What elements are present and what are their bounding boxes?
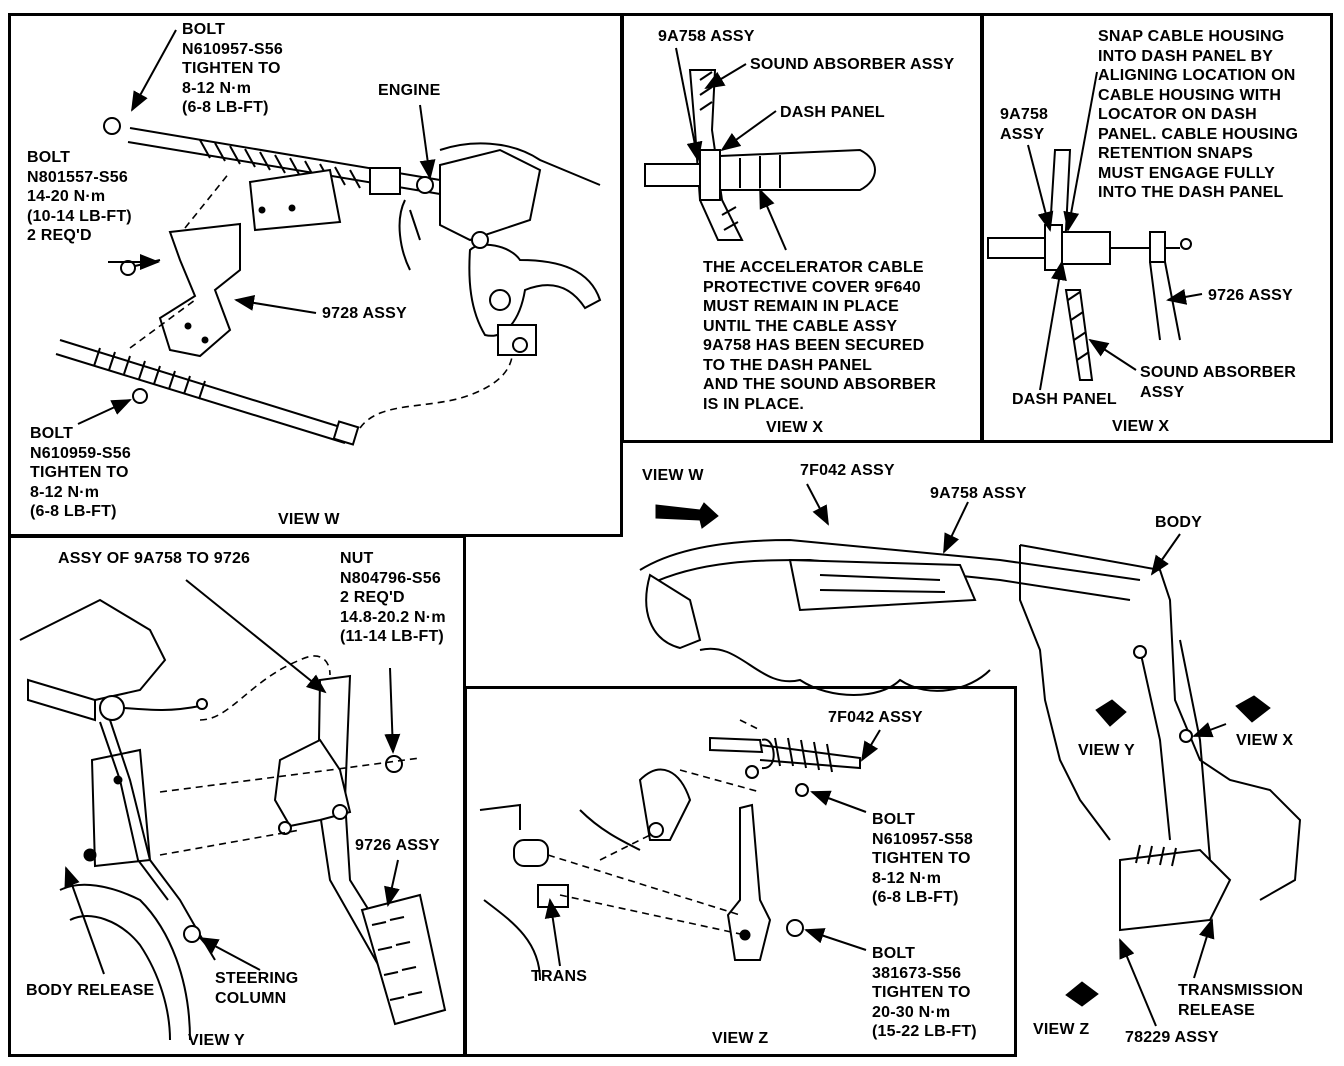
view-y-nut-label: NUT N804796-S56 2 REQ'D 14.8-20.2 N·m (1… [340,550,446,645]
view-w-engine-label: ENGINE [378,82,441,99]
overview-view-x-label: VIEW X [1236,732,1294,749]
view-x2-caption: VIEW X [1112,418,1170,435]
view-z-caption: VIEW Z [712,1030,769,1047]
view-x1-cable-label: 9A758 ASSY [658,28,755,45]
view-w-caption: VIEW W [278,511,340,528]
view-y-drawing [19,579,447,1041]
overview-view-z-label: VIEW Z [1033,1021,1090,1038]
view-x1-note: THE ACCELERATOR CABLE PROTECTIVE COVER 9… [703,259,937,413]
view-w-bolt-mid-label: BOLT N801557-S56 14-20 N·m (10-14 LB-FT)… [27,149,132,244]
view-x2-cable-label: 9A758 ASSY [1000,106,1049,143]
view-y-body-release-label: BODY RELEASE [26,982,155,999]
overview-trans-release-label: TRANSMISSION RELEASE [1178,982,1304,1019]
view-z-bracket-label: 7F042 ASSY [828,709,923,726]
view-z-trans-label: TRANS [531,968,588,985]
view-x2-pedal-label: 9726 ASSY [1208,287,1293,304]
view-z-drawing [479,719,881,981]
view-y-assy-label: ASSY OF 9A758 TO 9726 [58,550,251,567]
view-z-bolt1-label: BOLT N610957-S58 TIGHTEN TO 8-12 N·m (6-… [872,811,973,906]
view-w-bolt-bottom-label: BOLT N610959-S56 TIGHTEN TO 8-12 N·m (6-… [30,425,131,520]
view-x1-caption: VIEW X [766,419,824,436]
view-x-panel-1 [621,13,983,443]
view-y-pedal-label: 9726 ASSY [355,837,440,854]
overview-drawing [639,483,1302,1027]
overview-assy-label: 78229 ASSY [1125,1029,1219,1046]
overview-bracket-label: 7F042 ASSY [800,462,895,479]
overview-view-w-label: VIEW W [642,467,704,484]
view-w-bracket-label: 9728 ASSY [322,305,407,322]
view-x2-drawing [987,71,1203,391]
view-x2-note: SNAP CABLE HOUSING INTO DASH PANEL BY AL… [1098,28,1299,201]
view-y-caption: VIEW Y [188,1032,245,1049]
view-x1-absorber-label: SOUND ABSORBER ASSY [750,56,955,73]
overview-body-label: BODY [1155,514,1203,531]
view-x2-dash-label: DASH PANEL [1012,391,1117,408]
view-x1-drawing [644,47,876,251]
overview-view-y-label: VIEW Y [1078,742,1135,759]
view-w-drawing [55,29,602,446]
view-w-bolt-top-label: BOLT N610957-S56 TIGHTEN TO 8-12 N·m (6-… [182,21,283,116]
view-x2-absorber-label: SOUND ABSORBER ASSY [1140,364,1296,401]
view-z-bolt2-label: BOLT 381673-S56 TIGHTEN TO 20-30 N·m (15… [872,945,977,1040]
view-x1-dash-label: DASH PANEL [780,104,885,121]
overview-cable-label: 9A758 ASSY [930,485,1027,502]
view-y-steering-label: STEERING COLUMN [215,970,299,1007]
